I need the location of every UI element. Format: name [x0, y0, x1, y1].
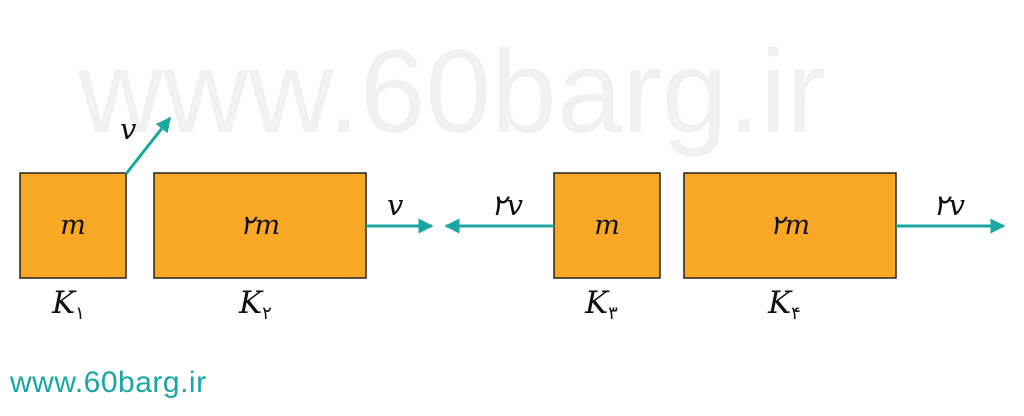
block-1-label-subscript: ۱	[75, 303, 85, 324]
block-1	[19, 172, 127, 279]
velocity-label-2: v	[387, 188, 404, 222]
block-1-label-letter: K	[51, 285, 77, 321]
block-2-label-letter: K	[238, 285, 264, 321]
site-url: www.60barg.ir	[10, 366, 207, 399]
block-4-mass: ۲m	[770, 210, 810, 241]
block-4-label-subscript: ۴	[791, 303, 801, 324]
block-2-mass: ۲m	[240, 210, 280, 241]
block-4	[683, 172, 897, 279]
block-1-label: K۱	[51, 285, 85, 324]
velocity-label-3: ۲v	[491, 188, 524, 222]
velocity-label-4: ۲v	[933, 188, 966, 222]
block-2	[153, 172, 367, 279]
block-3	[553, 172, 661, 279]
block-4-label: K۴	[767, 285, 801, 324]
block-3-label-letter: K	[584, 285, 610, 321]
block-4-label-letter: K	[767, 285, 793, 321]
velocity-arrow-1	[124, 116, 172, 175]
block-3-label: K۳	[584, 285, 618, 324]
block-3-label-subscript: ۳	[608, 303, 618, 324]
block-3-mass: m	[594, 210, 620, 241]
block-2-label: K۲	[238, 285, 272, 324]
velocity-label-1: v	[120, 112, 137, 146]
block-2-label-subscript: ۲	[262, 303, 272, 324]
block-1-mass: m	[60, 210, 86, 241]
watermark-text: www.60barg.ir	[77, 26, 826, 158]
